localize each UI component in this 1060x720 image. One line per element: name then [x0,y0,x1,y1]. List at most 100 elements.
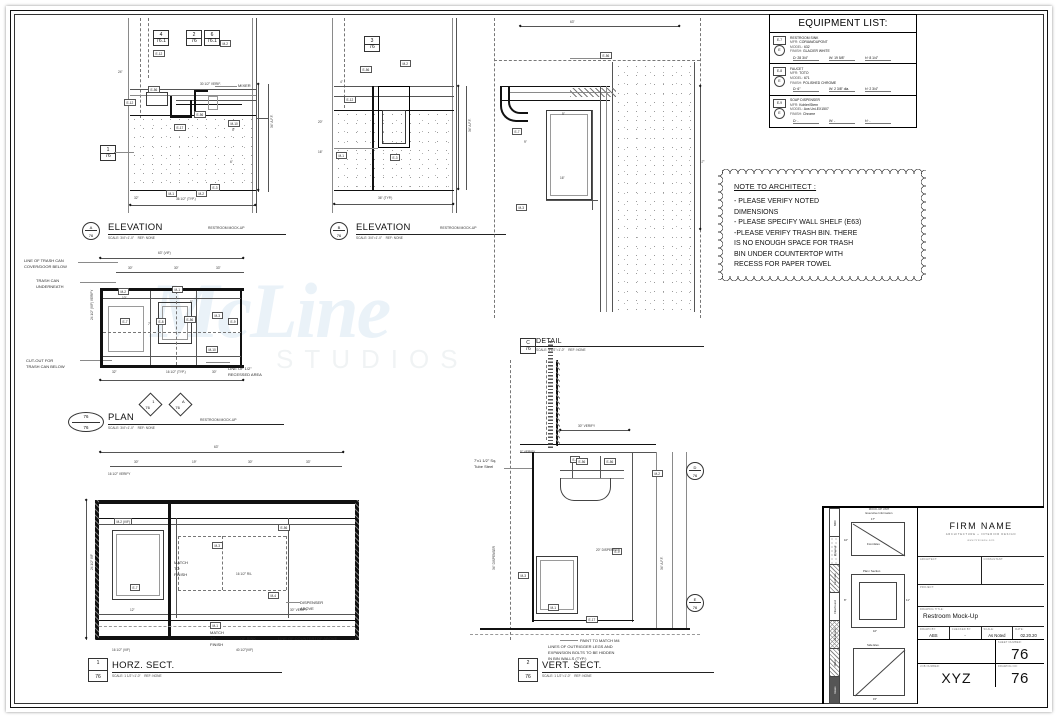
view-subject: RESTROOM MOCK-UP [440,226,477,230]
ref-label: REF: [144,674,152,678]
architect-label: ARCHITECT: [920,558,938,561]
checked-by-label: CHECKED BY: [951,628,972,631]
equipment-d: 28 3/4" [797,55,808,60]
view-marker-horz-sect[interactable]: 1 76 [88,658,108,682]
equipment-mfr: TOTO [799,71,809,76]
ref-value: NONE [582,674,592,678]
drawing-title-field[interactable]: DRAWING TITLE: Restroom Mock-Up [918,606,1044,626]
equipment-circle-tag: E [774,45,785,56]
equipment-w: 2 3/8" dia. [834,87,850,92]
view-marker-elevation-left[interactable]: A 76 [82,222,100,240]
plan-annotation: LINE OF TRASH CAN [24,258,64,263]
ref-label: REF: [574,674,582,678]
drawing-number-field[interactable]: DRAWING NO: 76 [996,664,1044,687]
ref-label: REF: [137,426,145,430]
equipment-mfr: CORIAN/DUPONT [799,40,828,45]
equipment-list: EQUIPMENT LIST: E-7 E RESTROOM SINK MFR:… [769,14,917,128]
sheet-number-value: 76 [1011,646,1029,663]
material-label: Fiberboard [832,599,837,614]
job-number-label: JOB NUMBER: [920,665,940,668]
view-marker-elevation-right[interactable]: B 76 [330,222,348,240]
horz-annotation: LINE OF COUNTERTOP ABOVE [278,636,338,641]
equipment-w-label: W: [829,55,834,60]
horz-annotation: MATCH [174,560,188,565]
architect-field[interactable]: ARCHITECT: [918,557,982,584]
material-label: Metal [832,659,837,666]
checked-by-field[interactable]: CHECKED BY: - [950,627,982,639]
date-value: 02.20.20 [1020,633,1037,638]
firm-website: www.firmname.com [967,539,995,542]
mini-dim-left: 8" [844,598,847,602]
ref-value: NONE [145,236,155,240]
equipment-h: 2 3/4" [869,87,879,92]
scale-field[interactable]: SCALE: As Noted [982,627,1014,639]
viewtitle-elevation-left: ELEVATION SCALE: 3/4"=1'-0" REF: NONE [108,222,286,240]
drawing-number-value: 76 [1011,670,1029,687]
vert-annotation: Tube Steel [474,464,494,469]
ref-label: REF: [568,348,576,352]
view-marker-detail[interactable]: C 76 [520,338,536,354]
equipment-row: E-8 E FAUCET MFR: TOTO MODEL: 671 FINISH… [770,64,916,96]
sheet-number-label: SHEET NUMBER: [997,641,1022,644]
mini-dim-title: Front Elev. [867,542,881,546]
note-line: DIMENSIONS [734,208,779,216]
date-field[interactable]: DATE: 02.20.20 [1013,627,1044,639]
ref-value: NONE [393,236,403,240]
mini-diagrams: MOCK-UP UNIT Executive Information 17" 1… [843,507,915,704]
equipment-finish-label: FINISH: [790,49,803,54]
equipment-finish: GLACIER WHITE [803,49,830,54]
project-label: PROJECT: [920,586,935,589]
scale-value: 1 1/2"=1'-0" [548,348,565,352]
drawn-by-field[interactable]: DRAWN BY: ABS [918,627,950,639]
equipment-d: - [797,118,799,123]
date-label: DATE: [1015,628,1024,631]
equipment-w: - [834,118,836,123]
view-name: VERT. SECT. [542,660,602,671]
drawn-by-value: ABS [929,633,938,638]
job-number-field[interactable]: JOB NUMBER: XYZ [918,664,996,687]
note-title: NOTE TO ARCHITECT : [734,182,817,191]
equipment-circle-tag: E [774,107,785,119]
vert-annotation: IN BIN WALLS (TYP.) [548,656,587,661]
drawing-title-value: Restroom Mock-Up [923,613,979,620]
mini-dim-left: 10" [844,538,849,542]
view-subject: RESTROOM MOCK-UP [200,418,237,422]
equipment-model: Ava Uni-EX1507 [803,107,829,112]
equipment-finish-label: FINISH: [790,80,803,85]
equipment-name: SOAP DISPENSER [790,98,820,103]
consultant-field[interactable]: CONSULTANT: [982,557,1045,584]
firm-name: FIRM NAME [949,521,1013,531]
ref-label: REF: [137,236,145,240]
equipment-mfr: Kohler/Stern [799,102,819,107]
note-line: - PLEASE SPECIFY WALL SHELF (E63) [734,219,862,226]
view-marker-vert-sect[interactable]: 2 76 [518,658,538,682]
equipment-row: E-7 E RESTROOM SINK MFR: CORIAN/DUPONT M… [770,33,916,65]
equipment-finish-label: FINISH: [790,112,803,117]
sheet-border-outer [10,10,1048,708]
scale-value: 1 1/2"=1'-0" [554,674,571,678]
sheet-number-field[interactable]: SHEET NUMBER: 76 [996,640,1044,663]
scale-label: SCALE: [542,674,554,678]
scale-value: 1 1/2"=1'-0" [124,674,141,678]
equipment-mfr-label: MFR: [790,40,799,45]
ref-value: NONE [152,674,162,678]
drawing-title-label: DRAWING TITLE: [920,608,944,611]
equipment-h-label: H: [865,55,869,60]
view-name: ELEVATION [108,222,163,233]
note-line: IS NO ENOUGH SPACE FOR TRASH [734,240,854,247]
ref-label: REF: [385,236,393,240]
equipment-w-label: W: [829,118,834,123]
horz-annotation: OF SINK [240,636,257,641]
mini-dim-bottom: 10" [873,629,878,633]
project-field[interactable]: PROJECT: [918,584,1044,606]
plan-annotation: RECESSED AREA [228,372,262,377]
horz-annotation: DISPENSER [300,600,324,605]
equipment-h-label: H: [865,118,869,123]
equipment-model: 671 [803,76,810,81]
equipment-name: RESTROOM SINK [790,35,819,40]
scale-value: As Noted [988,633,1006,638]
view-marker-plan[interactable]: 76 76 [68,412,104,432]
